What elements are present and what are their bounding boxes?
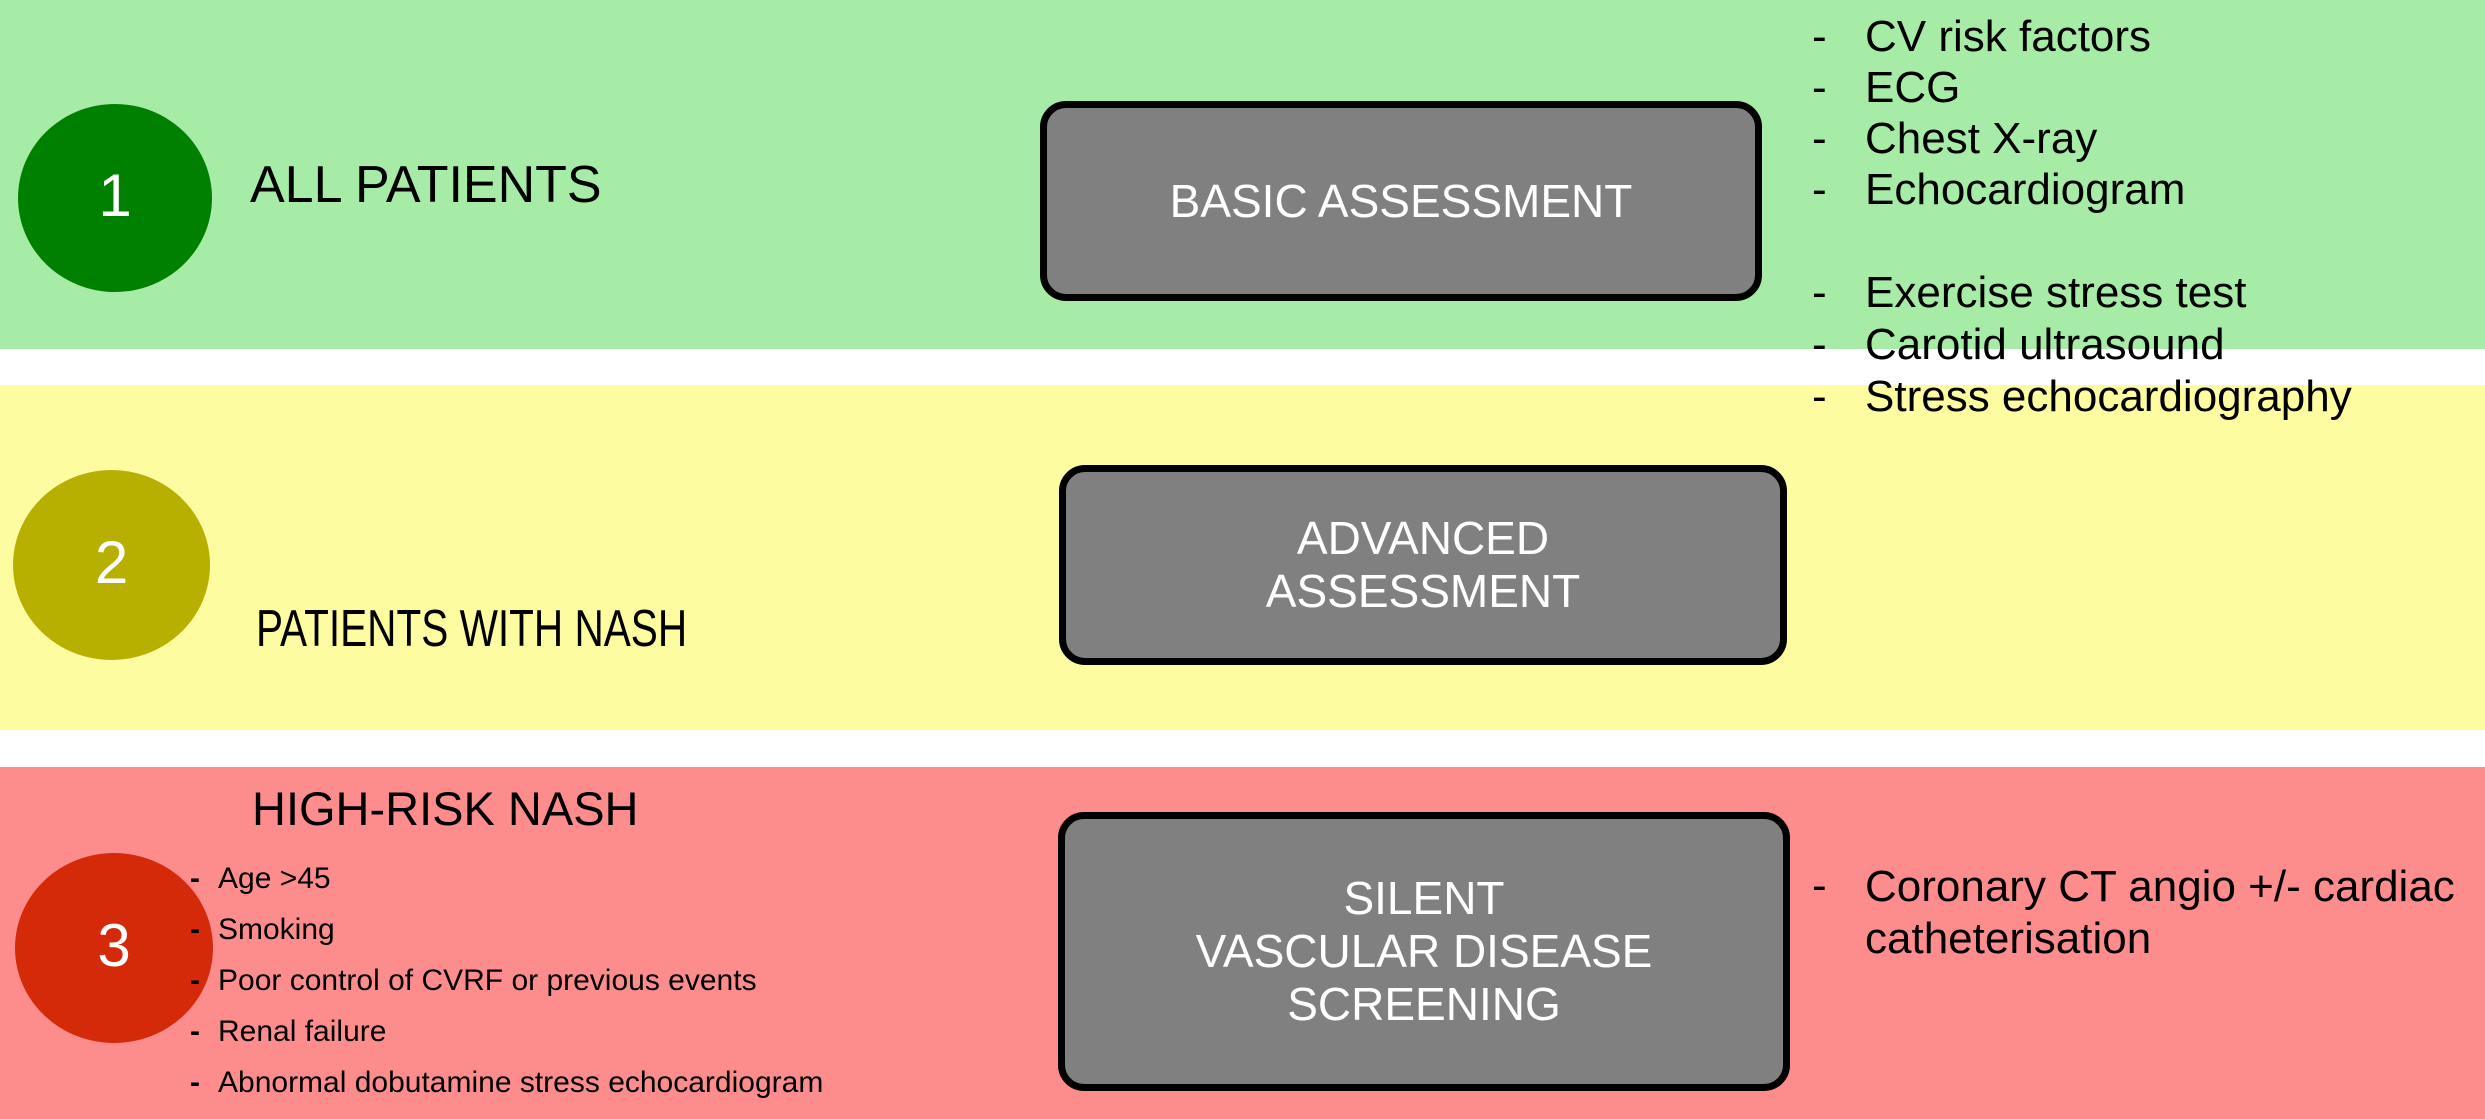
- process-box-silent-vascular-disease-screening[interactable]: SILENT VASCULAR DISEASE SCREENING: [1058, 812, 1790, 1091]
- test-label: Carotid ultrasound: [1865, 320, 2225, 369]
- test-label: Chest X-ray: [1865, 114, 2098, 163]
- risk-criteria-item: - Smoking: [190, 913, 823, 964]
- risk-criteria-label: Abnormal dobutamine stress echocardiogra…: [218, 1066, 824, 1099]
- bullet-dash-icon: -: [190, 862, 200, 895]
- risk-criteria-label: Smoking: [218, 913, 335, 946]
- process-box-basic-assessment[interactable]: BASIC ASSESSMENT: [1040, 101, 1762, 301]
- test-list-2: - Exercise stress test - Carotid ultraso…: [1812, 268, 2352, 424]
- bullet-dash-icon: -: [190, 913, 200, 946]
- step-number-2: 2: [94, 529, 129, 596]
- bullet-dash-icon: -: [1812, 372, 1827, 421]
- risk-criteria-item: - Poor control of CVRF or previous event…: [190, 964, 823, 1015]
- test-list-1: - CV risk factors - ECG - Chest X-ray - …: [1812, 12, 2185, 216]
- bullet-dash-icon: -: [1812, 165, 1827, 214]
- test-item: - Stress echocardiography: [1812, 372, 2352, 424]
- bullet-dash-icon: -: [1812, 63, 1827, 112]
- risk-criteria-label: Poor control of CVRF or previous events: [218, 964, 757, 997]
- test-item: - Chest X-ray: [1812, 114, 2185, 165]
- step-circle-3: 3: [15, 853, 213, 1043]
- risk-criteria-item: - Renal failure: [190, 1015, 823, 1066]
- bullet-dash-icon: -: [1812, 861, 1827, 910]
- test-item: - Coronary CT angio +/- cardiac catheter…: [1812, 861, 2465, 965]
- step-number-1: 1: [98, 162, 132, 229]
- bullet-dash-icon: -: [190, 1015, 200, 1048]
- bullet-dash-icon: -: [1812, 320, 1827, 369]
- process-box-advanced-assessment[interactable]: ADVANCED ASSESSMENT: [1059, 465, 1787, 665]
- test-item: - CV risk factors: [1812, 12, 2185, 63]
- risk-criteria-item: - Age >45: [190, 862, 823, 913]
- process-box-2-line-2: ASSESSMENT: [1265, 565, 1581, 617]
- test-label: Coronary CT angio +/- cardiac catheteris…: [1865, 862, 2455, 963]
- step-number-3: 3: [97, 912, 131, 979]
- step-circle-1: 1: [18, 104, 212, 292]
- test-label: CV risk factors: [1865, 12, 2152, 61]
- bullet-dash-icon: -: [1812, 114, 1827, 163]
- test-item: - Exercise stress test: [1812, 268, 2352, 320]
- process-box-2-line-1: ADVANCED: [1296, 512, 1550, 565]
- test-item: - Echocardiogram: [1812, 165, 2185, 216]
- group-title-2: PATIENTS WITH NASH: [256, 600, 688, 658]
- bullet-dash-icon: -: [1812, 268, 1827, 317]
- risk-criteria-label: Age >45: [218, 862, 331, 895]
- test-label: Echocardiogram: [1865, 165, 2186, 214]
- bullet-dash-icon: -: [1812, 12, 1827, 61]
- bullet-dash-icon: -: [190, 1066, 200, 1099]
- process-box-3-line-1: SILENT: [1343, 872, 1505, 925]
- bullet-dash-icon: -: [190, 964, 200, 997]
- process-box-1-line-1: BASIC ASSESSMENT: [1169, 174, 1633, 227]
- risk-criteria-label: Renal failure: [218, 1015, 387, 1048]
- process-box-3-line-3: SCREENING: [1287, 977, 1561, 1030]
- test-label: ECG: [1865, 63, 1961, 112]
- test-list-3: - Coronary CT angio +/- cardiac catheter…: [1812, 861, 2465, 965]
- risk-criteria-item: - Abnormal dobutamine stress echocardiog…: [190, 1066, 823, 1117]
- process-box-3-line-2: VASCULAR DISEASE: [1195, 925, 1653, 978]
- test-item: - Carotid ultrasound: [1812, 320, 2352, 372]
- risk-criteria-list: - Age >45 - Smoking - Poor control of CV…: [190, 862, 823, 1117]
- test-item: - ECG: [1812, 63, 2185, 114]
- test-label: Exercise stress test: [1865, 268, 2247, 317]
- step-circle-2: 2: [13, 470, 210, 660]
- group-title-3: HIGH-RISK NASH: [252, 782, 639, 835]
- test-label: Stress echocardiography: [1865, 372, 2352, 421]
- group-title-1: ALL PATIENTS: [250, 156, 602, 214]
